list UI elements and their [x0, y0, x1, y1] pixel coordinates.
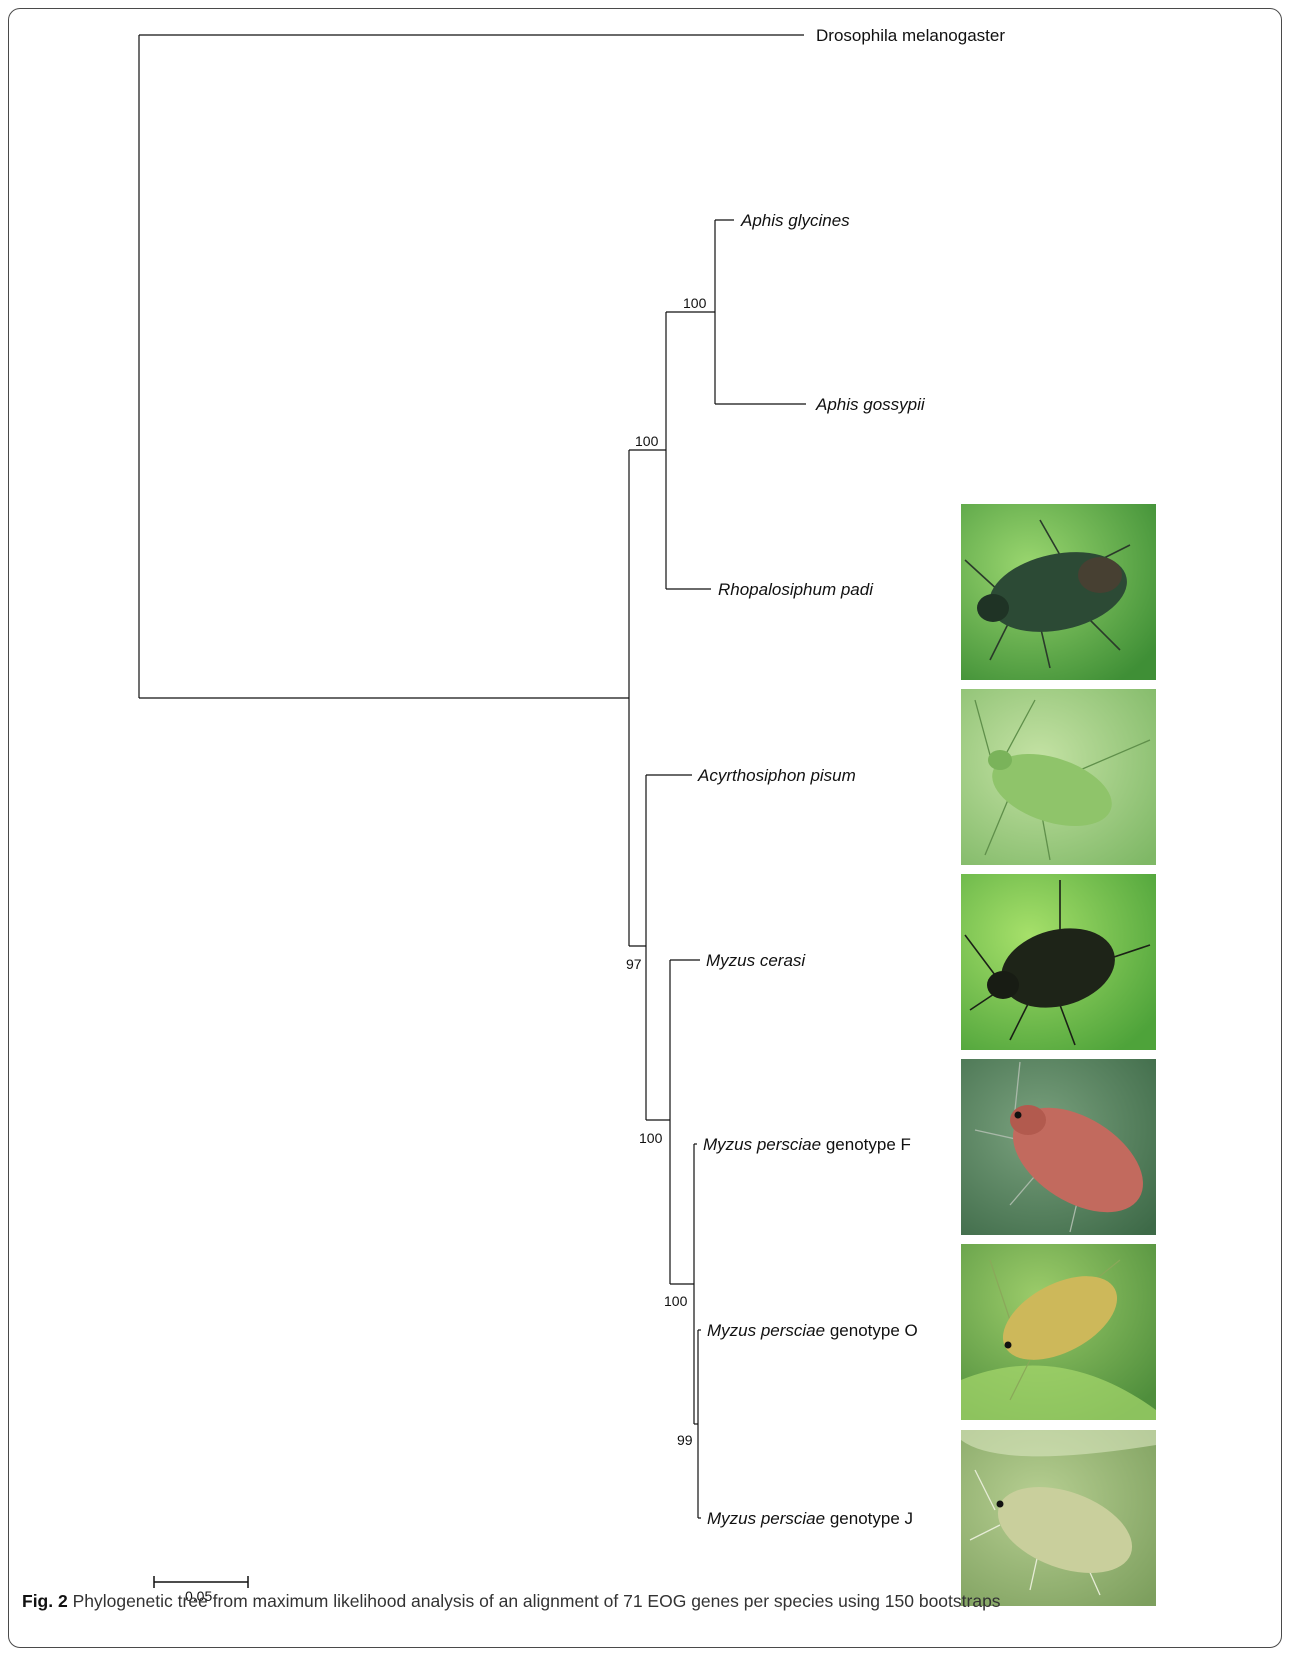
bootstrap-value: 100 — [639, 1130, 663, 1146]
taxon-label: Myzus persciae genotype F — [703, 1135, 911, 1154]
bootstrap-value: 100 — [635, 433, 659, 449]
aphid-photo-myzus-persicae-f — [961, 1059, 1161, 1235]
scale-bar — [154, 1576, 248, 1588]
taxon-label: Rhopalosiphum padi — [718, 580, 874, 599]
taxon-label: Acyrthosiphon pisum — [697, 766, 856, 785]
taxon-label: Myzus persciae genotype J — [707, 1509, 913, 1528]
taxon-label: Myzus cerasi — [706, 951, 806, 970]
bootstrap-value: 100 — [683, 295, 707, 311]
bootstrap-value: 99 — [677, 1432, 693, 1448]
taxon-label: Aphis gossypii — [815, 395, 926, 414]
taxon-label: Aphis glycines — [740, 211, 850, 230]
aphid-photo-rhopalosiphum-padi — [961, 504, 1156, 680]
figure-caption: Fig. 2 Phylogenetic tree from maximum li… — [22, 1591, 1272, 1612]
bootstrap-value: 97 — [626, 956, 642, 972]
figure-caption-label: Fig. 2 — [22, 1591, 68, 1611]
taxon-label: Myzus persciae genotype O — [707, 1321, 918, 1340]
aphid-photo-myzus-cerasi — [961, 874, 1156, 1050]
figure-caption-text: Phylogenetic tree from maximum likelihoo… — [68, 1591, 1001, 1611]
aphid-photo-myzus-persicae-o — [961, 1244, 1156, 1420]
aphid-photo-acyrthosiphon-pisum — [961, 689, 1156, 865]
taxon-label: Drosophila melanogaster — [816, 26, 1005, 45]
bootstrap-value: 100 — [664, 1293, 688, 1309]
aphid-photo-myzus-persicae-j — [961, 1430, 1156, 1606]
